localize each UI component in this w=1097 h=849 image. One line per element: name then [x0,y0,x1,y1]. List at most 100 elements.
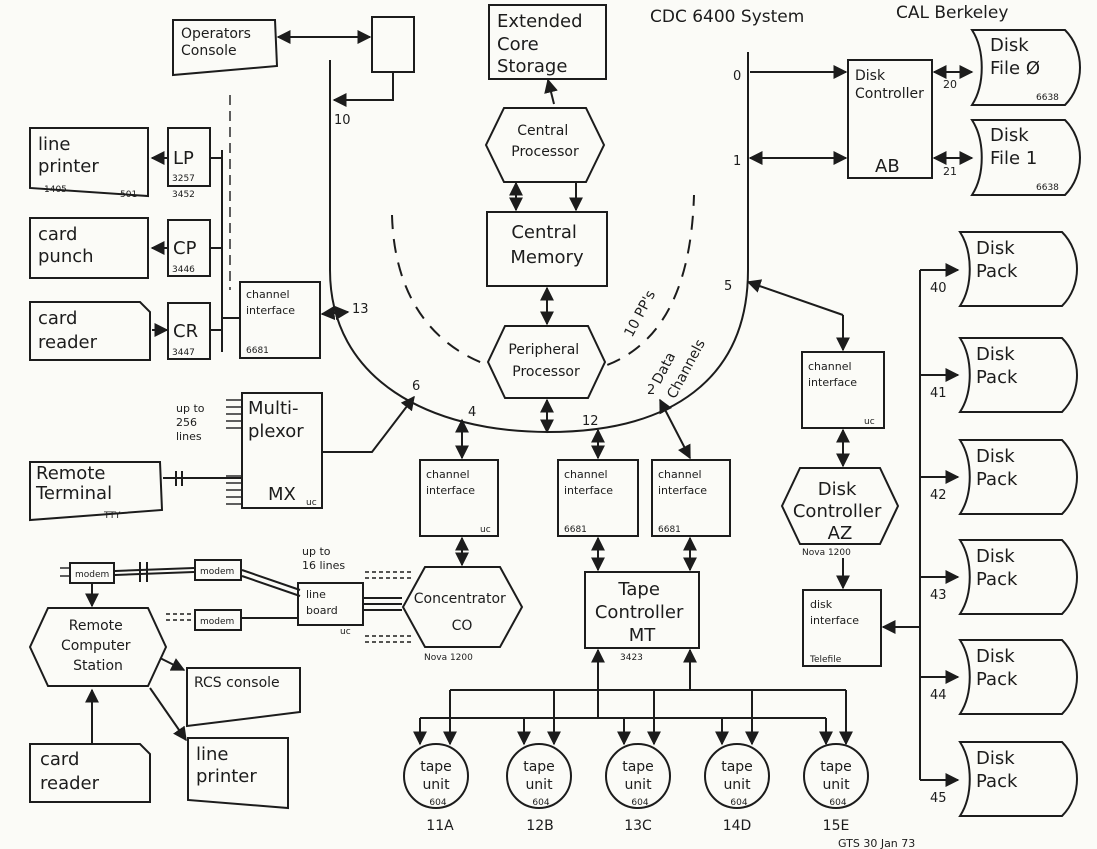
multiplexor [241,392,323,509]
svg-text:604: 604 [631,798,648,808]
svg-text:12B: 12B [526,818,553,834]
svg-text:6638: 6638 [1036,93,1059,103]
mux-lines-note: up to 256 lines [176,402,208,443]
cp-controller [167,219,211,277]
svg-text:1405: 1405 [44,185,67,195]
channel-10: 10 [334,113,351,128]
az-channel-interface [801,351,885,429]
disk-controller-ab [847,59,933,179]
channel-5: 5 [724,279,732,294]
console-display [371,16,415,73]
svg-text:6681: 6681 [658,525,681,535]
svg-text:uc: uc [480,525,491,535]
tape-channel-interface-b [651,459,731,537]
svg-text:41: 41 [930,386,947,401]
svg-text:channel interface: channel interface [246,288,295,317]
line-printer [29,127,149,198]
card-punch-label: card punch [38,224,94,267]
svg-text:channel interface: channel interface [564,468,613,497]
operators-console [172,19,279,77]
console-label: Operators Console [181,26,255,59]
svg-text:channel interface: channel interface [426,468,475,497]
svg-text:6681: 6681 [564,525,587,535]
svg-text:CP: CP [173,238,197,259]
rcs-card-reader-label: card reader [40,749,100,794]
disk-ab-label: Disk Controller [855,68,924,102]
unit-record-channel-interface [239,281,321,359]
modem-lower [194,609,242,631]
svg-text:44: 44 [930,688,947,703]
svg-text:6638: 6638 [1036,183,1059,193]
extended-core-storage [488,4,607,80]
svg-text:501: 501 [120,190,137,200]
rcs-card-reader [29,743,151,803]
card-reader-label: card reader [38,308,98,353]
svg-text:3447: 3447 [172,348,195,358]
channel-0: 0 [733,69,741,84]
svg-text:disk interface: disk interface [810,598,859,627]
svg-text:uc: uc [340,627,351,637]
central-processor [484,107,606,183]
cm-label: Central Memory [510,222,584,268]
svg-text:43: 43 [930,588,947,603]
svg-text:Nova 1200: Nova 1200 [424,653,473,663]
svg-text:11A: 11A [426,818,454,834]
diagram-title: CDC 6400 System [650,7,804,27]
svg-text:uc: uc [306,498,317,508]
svg-text:MX: MX [268,484,296,505]
rcs-console [186,667,301,728]
cpu-label: Central Processor [511,123,579,160]
signature: GTS 30 Jan 73 [838,837,915,849]
svg-text:AB: AB [875,156,900,177]
svg-text:3446: 3446 [172,265,195,275]
concentrator-label: Concentrator CO [414,591,511,634]
svg-text:CR: CR [173,321,198,342]
svg-text:6681: 6681 [246,346,269,356]
co-input-lines [365,571,412,643]
svg-text:40: 40 [930,281,947,296]
svg-text:Telefile: Telefile [809,655,842,665]
channel-4: 4 [468,405,476,420]
svg-text:LP: LP [173,148,194,169]
svg-text:TTY: TTY [103,511,121,521]
concentrator [401,566,524,648]
disk-interface [802,589,882,667]
data-channels-label: Data Channels [647,327,709,401]
svg-text:modem: modem [200,567,234,577]
line-board [297,582,364,626]
svg-text:modem: modem [200,617,234,627]
card-punch [29,217,149,279]
svg-text:line board: line board [306,588,338,617]
svg-text:45: 45 [930,791,947,806]
svg-text:3423: 3423 [620,653,643,663]
lp-controller [167,127,211,187]
svg-text:Nova 1200: Nova 1200 [802,548,851,558]
rcs-label: Remote Computer Station [61,618,135,674]
rcs-line-printer-label: line printer [196,744,257,787]
tape-channel-interface-a [557,459,639,537]
remote-terminal-label: Remote Terminal [35,463,112,504]
svg-text:RCS console: RCS console [194,675,280,691]
svg-text:channel interface: channel interface [808,360,857,389]
svg-text:604: 604 [730,798,747,808]
